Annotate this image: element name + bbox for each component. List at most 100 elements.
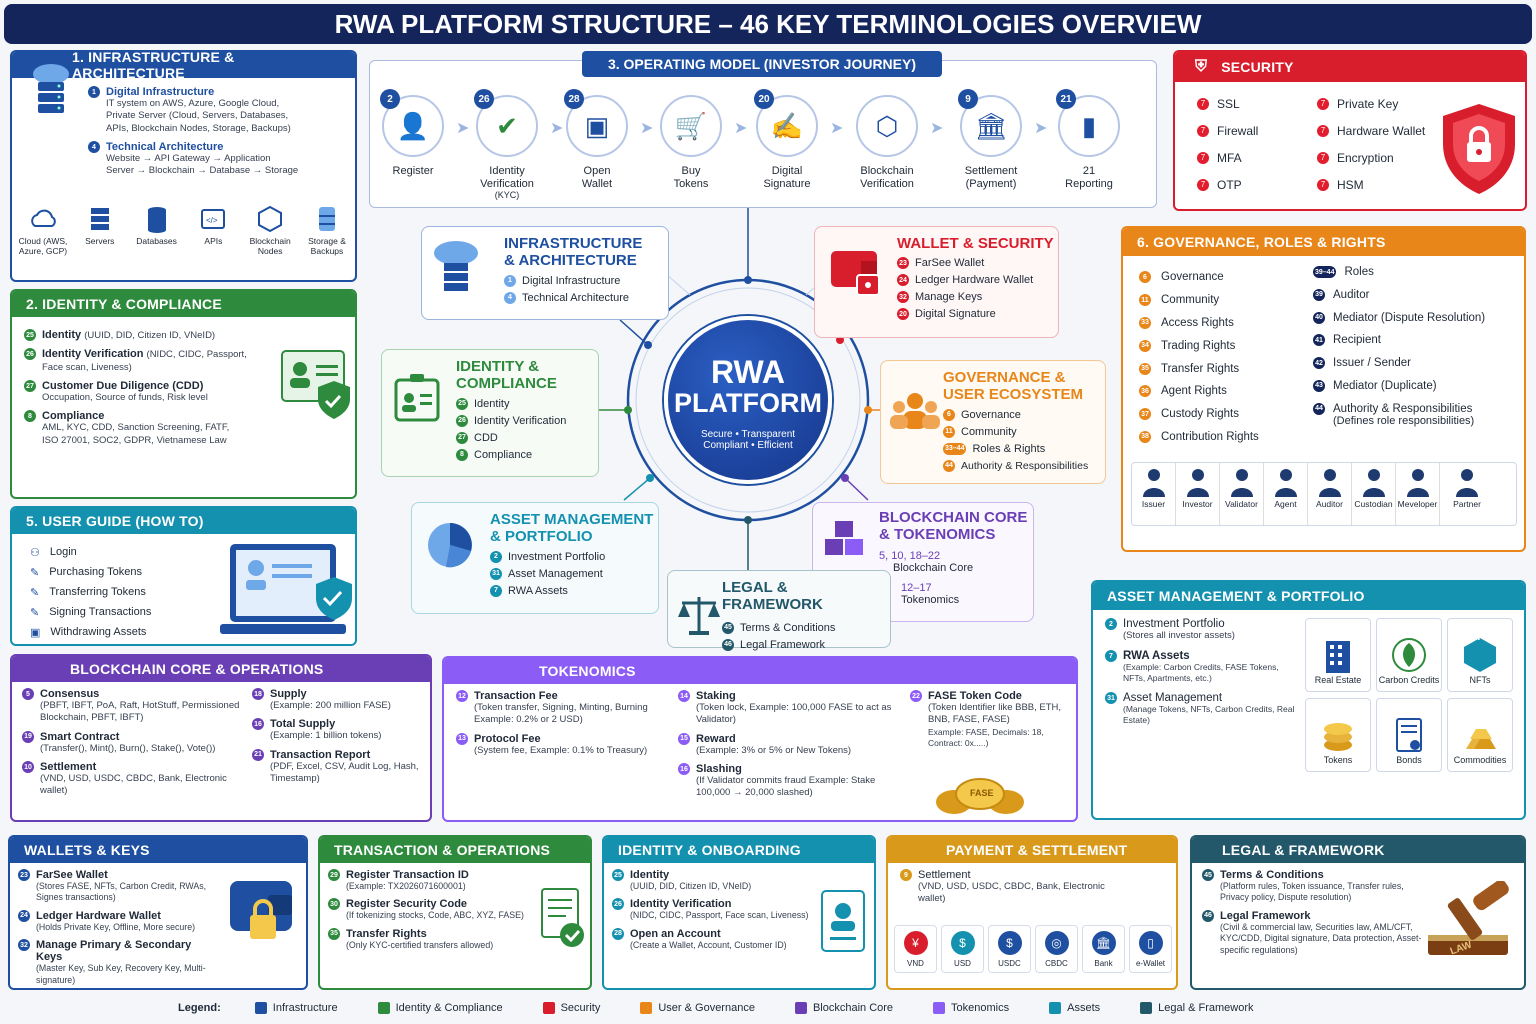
step-label: Verification bbox=[860, 177, 914, 190]
item-title: Investment Portfolio bbox=[1123, 618, 1225, 630]
document-icon: ▣ bbox=[30, 626, 41, 639]
item-title: Customer Due Diligence (CDD) bbox=[42, 380, 204, 393]
step-number: 9 bbox=[958, 89, 978, 109]
guide-item-purchasing[interactable]: ✎Purchasing Tokens bbox=[30, 566, 142, 579]
page-title: RWA PLATFORM STRUCTURE – 46 KEY TERMINOL… bbox=[4, 4, 1532, 44]
step-label: (KYC) bbox=[494, 190, 520, 201]
item-title: Identity bbox=[42, 329, 82, 341]
gavel-law-book-icon bbox=[1428, 881, 1509, 955]
role-validator[interactable]: Validator bbox=[1220, 463, 1264, 525]
tile-bonds[interactable]: Bonds bbox=[1376, 698, 1442, 772]
payment-method-bank[interactable]: 🏛Bank bbox=[1082, 925, 1125, 973]
role-issuer[interactable]: Issuer bbox=[1132, 463, 1176, 525]
person-icon bbox=[1264, 467, 1307, 499]
id-card-shield-icon bbox=[280, 347, 352, 428]
role-meveloper[interactable]: Meveloper bbox=[1396, 463, 1440, 525]
tokenomics-header: TOKENOMICS bbox=[444, 658, 1076, 684]
tile-tokens[interactable]: Tokens bbox=[1305, 698, 1371, 772]
item-desc: AML, KYC, CDD, Sanction Screening, FATF,… bbox=[42, 422, 230, 446]
cloud-server-icon bbox=[26, 62, 76, 122]
item-number: 9 bbox=[900, 869, 912, 881]
tile-carbon-credits[interactable]: Carbon Credits bbox=[1376, 618, 1442, 692]
step-icon: ✔26 bbox=[474, 89, 538, 157]
payment-method-cbdc[interactable]: ◎CBDC bbox=[1035, 925, 1078, 973]
storage-item: Storage & Backups bbox=[300, 204, 354, 256]
guide-item-login[interactable]: ⚇Login bbox=[30, 546, 77, 559]
item-number: 4 bbox=[88, 141, 100, 154]
step-number: 2 bbox=[380, 89, 400, 109]
shield-icon: ⛨ bbox=[1195, 58, 1208, 75]
role-investor[interactable]: Investor bbox=[1176, 463, 1220, 525]
payment-method-usdc[interactable]: $USDC bbox=[988, 925, 1031, 973]
guide-item-transferring[interactable]: ✎Transferring Tokens bbox=[30, 586, 146, 599]
role-custodian[interactable]: Custodian bbox=[1352, 463, 1396, 525]
role-agent[interactable]: Agent bbox=[1264, 463, 1308, 525]
blockchain-nodes-item: Blockchain Nodes bbox=[243, 204, 297, 256]
step-label: Open bbox=[583, 165, 611, 177]
tile-real-estate[interactable]: Real Estate bbox=[1305, 618, 1371, 692]
tile-commodities[interactable]: Commodities bbox=[1447, 698, 1513, 772]
arrow-right-icon: ➤ bbox=[734, 120, 748, 137]
payment-method-usd[interactable]: $USD bbox=[941, 925, 984, 973]
person-icon bbox=[1176, 467, 1219, 499]
pen-icon: ✎ bbox=[30, 566, 40, 579]
item-number: 1 bbox=[88, 86, 100, 98]
blockchain-ops-header: BLOCKCHAIN CORE & OPERATIONS bbox=[12, 656, 430, 682]
infrastructure-panel: 1. INFRASTRUCTURE & ARCHITECTURE 1 Digit… bbox=[10, 50, 357, 282]
guide-item-withdrawing[interactable]: ▣Withdrawing Assets bbox=[30, 626, 147, 639]
bond-document-icon bbox=[1396, 718, 1422, 752]
role-auditor[interactable]: Auditor bbox=[1308, 463, 1352, 525]
wallet-lock-icon bbox=[831, 251, 880, 296]
scales-icon bbox=[678, 597, 720, 635]
pen-icon: ✎ bbox=[30, 586, 40, 599]
onboarding-header: IDENTITY & ONBOARDING bbox=[604, 837, 874, 863]
document-check-icon bbox=[541, 888, 584, 947]
role-partner[interactable]: Partner bbox=[1440, 463, 1494, 525]
step-label: Blockchain bbox=[860, 165, 914, 177]
id-card-icon bbox=[821, 890, 865, 952]
item-title: Settlement bbox=[918, 869, 971, 881]
item-title: Identity Verification bbox=[42, 348, 144, 361]
item-title: Compliance bbox=[42, 410, 105, 423]
payment-method-vnd[interactable]: ¥VND bbox=[894, 925, 937, 973]
guide-item-signing[interactable]: ✎Signing Transactions bbox=[30, 606, 152, 619]
identity-header: 2. IDENTITY & COMPLIANCE bbox=[12, 291, 355, 317]
payment-method-e-wallet[interactable]: ▯e-Wallet bbox=[1129, 925, 1172, 973]
hub-range: 5, 10, 18–22 bbox=[879, 549, 941, 562]
